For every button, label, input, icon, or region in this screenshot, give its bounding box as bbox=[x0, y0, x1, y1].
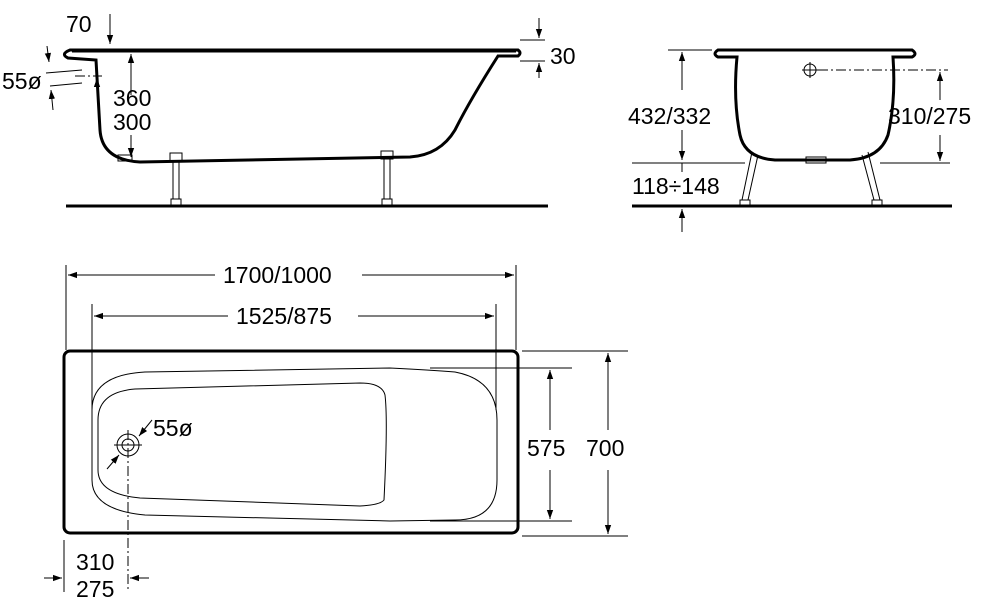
width-inner-label: 575 bbox=[527, 435, 565, 461]
rim-thickness-label: 30 bbox=[550, 43, 576, 69]
overflow-diameter-label: 55ø bbox=[2, 68, 42, 94]
overflow-height-label: 310/275 bbox=[888, 103, 971, 129]
leg-height-label: 118÷148 bbox=[632, 173, 720, 199]
drain-offset-primary-label: 310 bbox=[76, 549, 114, 575]
leg-left bbox=[739, 151, 759, 207]
rim-width-label: 70 bbox=[66, 11, 92, 37]
basin-inner-outline bbox=[97, 382, 387, 507]
leg-right bbox=[861, 151, 883, 207]
leg-left bbox=[169, 152, 183, 206]
width-outer-label: 700 bbox=[586, 435, 624, 461]
depth-primary-label: 360 bbox=[113, 85, 151, 111]
tub-end-profile bbox=[713, 48, 917, 162]
drain-outlet bbox=[117, 154, 133, 162]
drain-diameter-label: 55ø bbox=[153, 415, 193, 441]
tub-outline bbox=[62, 349, 520, 535]
depth-secondary-label: 300 bbox=[113, 109, 151, 135]
basin-outer-outline bbox=[91, 367, 498, 522]
drain-offset-secondary-label: 275 bbox=[76, 576, 114, 602]
drain: 55ø bbox=[106, 415, 193, 590]
leg-right bbox=[380, 150, 394, 206]
end-view: 432/332 118÷148 310/275 bbox=[628, 48, 971, 232]
length-inner-label: 1525/875 bbox=[236, 303, 332, 329]
plan-view: 1700/1000 1525/875 55ø 575 700 310 bbox=[44, 262, 628, 602]
side-view: 70 30 55ø 360 300 bbox=[2, 11, 576, 208]
total-height-label: 432/332 bbox=[628, 103, 711, 129]
tub-side-profile bbox=[63, 48, 522, 164]
length-outer-label: 1700/1000 bbox=[223, 262, 332, 288]
